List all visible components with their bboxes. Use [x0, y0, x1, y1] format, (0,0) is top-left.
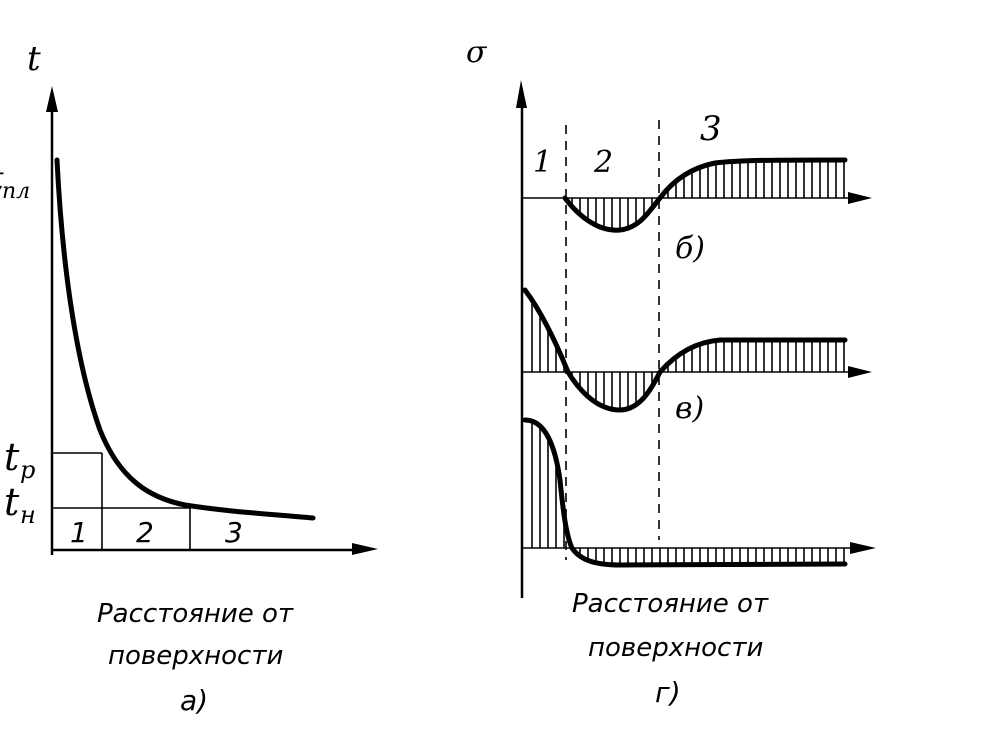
- panel-a-zone-3: 3: [225, 516, 243, 549]
- panel-a-zone-1: 1: [70, 516, 88, 549]
- stress-curve-g-line: [522, 417, 848, 568]
- panel-g-x-label-line2: поверхности: [588, 633, 763, 663]
- panel-g: σ 1 2 3 б) в): [466, 35, 876, 709]
- panel-a-x-arrow: [352, 543, 378, 555]
- panel-g-zone-1: 1: [533, 145, 552, 180]
- stress-curve-v-arrow: [848, 366, 872, 378]
- panel-a-tpl-sub: пл: [2, 179, 30, 204]
- stress-curve-g: [522, 417, 876, 568]
- panel-g-y-label: σ: [466, 35, 488, 70]
- panel-g-zone-2: 2: [593, 145, 613, 180]
- panel-a-tn-label: t: [4, 480, 20, 524]
- panel-a-zone-2: 2: [136, 516, 154, 549]
- panel-a-x-label-line1: Расстояние от: [97, 599, 294, 629]
- stress-curve-g-arrow: [850, 542, 876, 554]
- panel-g-caption: г): [655, 676, 681, 709]
- panel-a-temperature-curve: [54, 157, 316, 521]
- stress-curve-b: б): [522, 157, 872, 266]
- stress-curve-v-label: в): [675, 391, 704, 426]
- panel-a-tp-label: t: [4, 435, 20, 479]
- panel-a-caption: а): [180, 684, 208, 717]
- panel-g-zone-3: 3: [700, 109, 722, 149]
- panel-g-x-label-line1: Расстояние от: [572, 589, 769, 619]
- panel-a: t t пл t р t н 1 2 3 Расстояние от повер…: [0, 39, 378, 717]
- panel-a-y-label: t: [27, 39, 41, 79]
- stress-curve-b-label: б): [675, 231, 705, 266]
- stress-curve-b-line: [562, 157, 848, 233]
- panel-a-y-arrow: [46, 86, 58, 112]
- stress-curve-b-arrow: [848, 192, 872, 204]
- stress-curve-b-hatch: [565, 160, 845, 231]
- panel-a-tp-sub: р: [20, 456, 35, 484]
- panel-g-y-arrow: [516, 80, 527, 108]
- stress-curve-v: в): [522, 287, 872, 426]
- stress-curve-v-line: [522, 287, 848, 413]
- panel-a-x-label-line2: поверхности: [108, 641, 283, 671]
- panel-a-tn-sub: н: [20, 501, 36, 529]
- panel-a-tpl-label: t: [0, 159, 4, 199]
